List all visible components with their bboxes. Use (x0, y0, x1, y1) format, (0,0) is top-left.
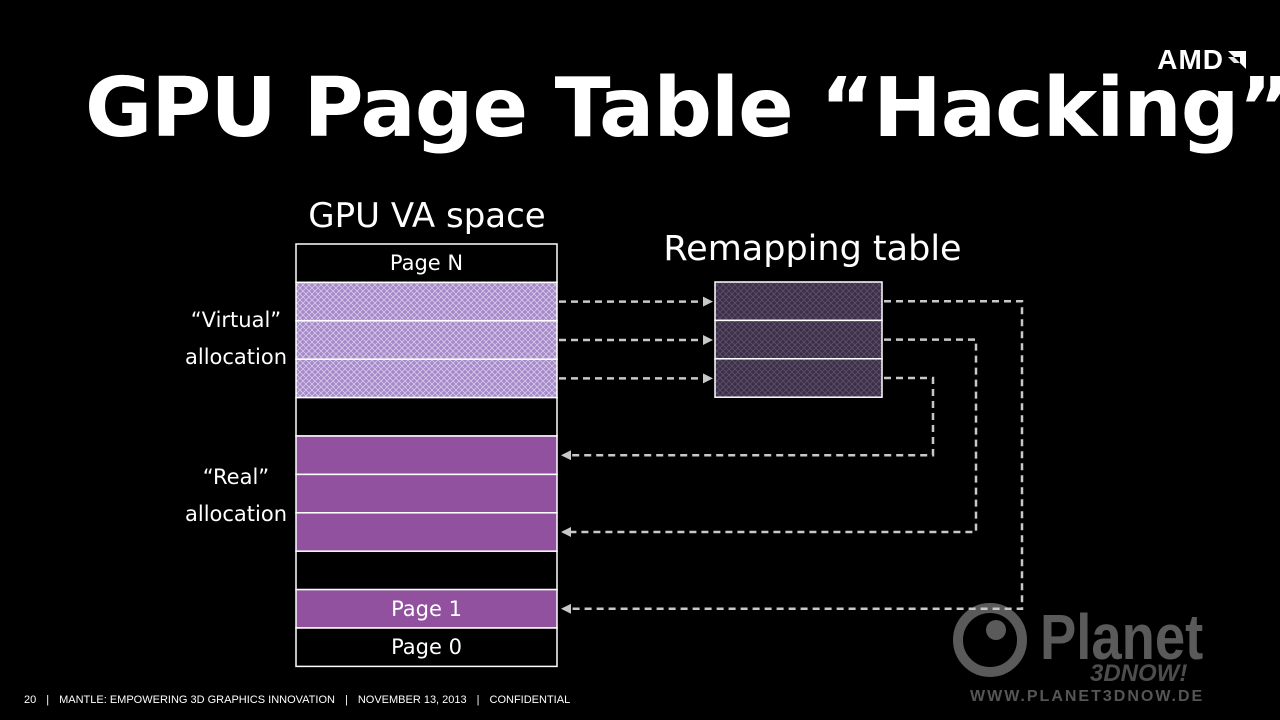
remap-cell (714, 319, 883, 360)
watermark-sub: 3DNOW! (1090, 660, 1188, 687)
remap-cell (714, 358, 883, 398)
mapping-arrows (559, 296, 1024, 614)
planet-swirl-icon (953, 603, 1027, 677)
virtual-allocation-label: “Virtual” allocation (161, 302, 311, 376)
remap-to-real-arrow (561, 299, 1024, 614)
virtual-label-line-2: allocation (184, 345, 288, 369)
slide-title: GPU Page Table “Hacking” (85, 61, 1280, 156)
footer-status: CONFIDENTIAL (489, 694, 571, 706)
footer-date: NOVEMBER 13, 2013 (357, 694, 467, 706)
remap-to-real-arrow (561, 376, 935, 461)
va-cell-label: Page 1 (391, 597, 462, 621)
footer-page-number: 20 (24, 694, 37, 706)
va-cell-virtual (295, 281, 558, 322)
slide-footer: 20|MANTLE: EMPOWERING 3D GRAPHICS INNOVA… (24, 694, 571, 706)
planet3dnow-watermark: Planet 3DNOW! WWW.PLANET3DNOW.DE (950, 600, 1270, 710)
remapping-table-heading: Remapping table (663, 229, 962, 269)
va-cell-real (295, 512, 558, 552)
amd-logo: AMD (1157, 44, 1248, 76)
va-cell-real (295, 473, 558, 514)
va-cell-label: Page 0 (391, 635, 462, 659)
remap-cell (714, 281, 883, 322)
va-space-column: Page N Page 1 Page 0 (295, 243, 558, 668)
virtual-label-line-1: “Virtual” (190, 308, 282, 332)
va-cell-virtual (295, 358, 558, 399)
va-cell-empty (295, 550, 558, 591)
real-label-line-2: allocation (184, 502, 288, 526)
va-cell-virtual (295, 320, 558, 360)
real-label-line-1: “Real” (202, 465, 270, 489)
remapping-table-column (714, 281, 883, 398)
amd-arrow-icon (1228, 51, 1246, 69)
footer-subtitle: MANTLE: EMPOWERING 3D GRAPHICS INNOVATIO… (59, 694, 335, 706)
va-cell-real (295, 435, 558, 476)
va-cell-empty (295, 627, 558, 668)
va-cell-real (295, 588, 558, 629)
va-cell-empty (295, 396, 558, 437)
watermark-word: Planet (1040, 601, 1204, 673)
va-cell-label: Page N (390, 251, 463, 275)
va-space-heading: GPU VA space (308, 196, 546, 236)
amd-logo-text: AMD (1157, 44, 1224, 75)
real-allocation-label: “Real” allocation (161, 459, 311, 533)
watermark-url: WWW.PLANET3DNOW.DE (970, 688, 1205, 705)
